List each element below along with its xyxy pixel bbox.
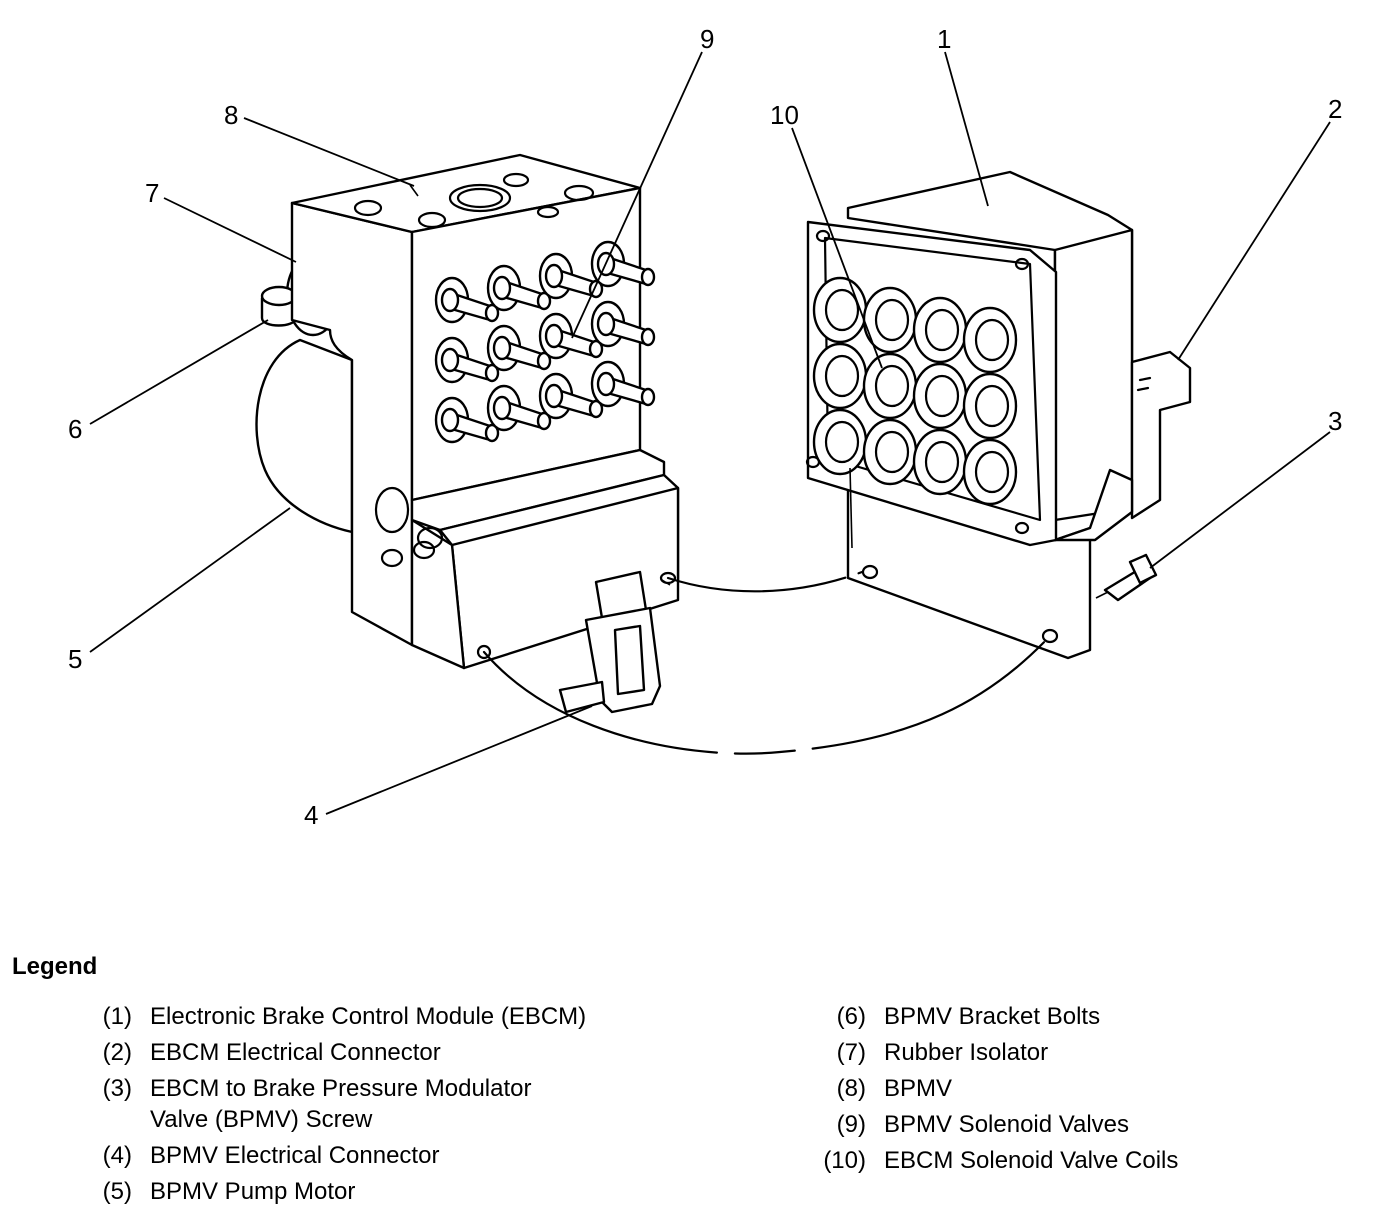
legend-text: BPMV Bracket Bolts xyxy=(884,1003,1101,1030)
callout-leaders xyxy=(89,51,1331,815)
solenoid-valve xyxy=(434,396,500,444)
solenoid-coil xyxy=(962,372,1018,440)
solenoid-valve xyxy=(486,264,552,312)
callout-4: 4 xyxy=(304,800,318,830)
ebcm-assembly xyxy=(805,170,1192,660)
callout-8: 8 xyxy=(224,100,238,130)
legend-text: BPMV Solenoid Valves xyxy=(884,1111,1130,1138)
legend-number: (1) xyxy=(102,1003,132,1030)
bpmv-left-face xyxy=(290,201,414,647)
legend-item: (8) BPMV xyxy=(806,1073,1178,1104)
ebcm-electrical-connector xyxy=(1130,350,1192,520)
ebcm-solenoid-valve-coils xyxy=(812,276,1018,506)
legend-number: (7) xyxy=(836,1039,866,1066)
legend-number: (9) xyxy=(836,1111,866,1138)
solenoid-coil xyxy=(912,362,968,430)
legend-item: (10) EBCM Solenoid Valve Coils xyxy=(806,1145,1178,1176)
legend-item: (5) BPMV Pump Motor xyxy=(72,1176,586,1207)
solenoid-coil xyxy=(912,296,968,364)
brake-module-exploded-diagram: 1 2 3 4 5 6 7 8 9 10 xyxy=(68,24,1342,830)
legend-title: Legend xyxy=(12,953,98,980)
legend-text: Rubber Isolator xyxy=(884,1039,1049,1066)
solenoid-valve xyxy=(486,324,552,372)
solenoid-coil xyxy=(812,342,868,410)
legend-number: (3) xyxy=(102,1075,132,1102)
bpmv-assembly xyxy=(255,153,680,714)
solenoid-valve xyxy=(590,300,656,348)
legend-number: (6) xyxy=(836,1003,866,1030)
legend-text: BPMV Pump Motor xyxy=(150,1178,356,1205)
legend-text: EBCM Electrical Connector xyxy=(150,1039,441,1066)
legend-item: (2) EBCM Electrical Connector xyxy=(72,1037,586,1068)
callout-numbers: 1 2 3 4 5 6 7 8 9 10 xyxy=(68,24,1342,830)
legend-number: (2) xyxy=(102,1039,132,1066)
legend-text: EBCM to Brake Pressure Modulator Valve (… xyxy=(150,1075,532,1133)
callout-3: 3 xyxy=(1328,406,1342,436)
solenoid-valve xyxy=(590,240,656,288)
diagram-svg: 1 2 3 4 5 6 7 8 9 10 xyxy=(68,24,1342,830)
legend-item: (4) BPMV Electrical Connector xyxy=(72,1140,586,1171)
bpmv-electrical-connector xyxy=(558,570,662,714)
callout-9: 9 xyxy=(700,24,714,54)
legend-number: (5) xyxy=(102,1178,132,1205)
callout-10: 10 xyxy=(770,100,799,130)
legend-number: (8) xyxy=(836,1075,866,1102)
legend-item: (1) Electronic Brake Control Module (EBCM… xyxy=(72,1001,587,1032)
legend-number: (4) xyxy=(102,1142,132,1169)
solenoid-valve xyxy=(538,252,604,300)
legend-text: Electronic Brake Control Module (EBCM) xyxy=(150,1003,587,1030)
solenoid-valves xyxy=(434,240,656,444)
legend-right-column: (6) BPMV Bracket Bolts (7) Rubber Isolator… xyxy=(806,1001,1178,1181)
solenoid-valve xyxy=(434,276,500,324)
callout-5: 5 xyxy=(68,644,82,674)
legend-item: (9) BPMV Solenoid Valves xyxy=(806,1109,1178,1140)
solenoid-coil xyxy=(962,306,1018,374)
callout-6: 6 xyxy=(68,414,82,444)
solenoid-valve xyxy=(434,336,500,384)
solenoid-coil xyxy=(912,428,968,496)
solenoid-valve xyxy=(486,384,552,432)
legend-item: (6) BPMV Bracket Bolts xyxy=(806,1001,1178,1032)
legend-item: (7) Rubber Isolator xyxy=(806,1037,1178,1068)
callout-2: 2 xyxy=(1328,94,1342,124)
ebcm-to-bpmv-screw xyxy=(1095,553,1158,602)
solenoid-coil xyxy=(812,276,868,344)
legend-text: EBCM Solenoid Valve Coils xyxy=(884,1147,1179,1174)
callout-7: 7 xyxy=(145,178,159,208)
legend-left-column: (1) Electronic Brake Control Module (EBCM… xyxy=(72,1001,587,1212)
legend-text: BPMV xyxy=(884,1075,953,1102)
solenoid-valve xyxy=(538,312,604,360)
solenoid-valve xyxy=(590,360,656,408)
solenoid-valve xyxy=(538,372,604,420)
callout-1: 1 xyxy=(937,24,951,54)
solenoid-coil xyxy=(862,352,918,420)
legend-text: BPMV Electrical Connector xyxy=(150,1142,440,1169)
solenoid-coil xyxy=(962,438,1018,506)
legend-number: (10) xyxy=(823,1147,866,1174)
pump-motor xyxy=(255,338,354,534)
solenoid-coil xyxy=(862,418,918,486)
legend-item: (3) EBCM to Brake Pressure Modulator Valv… xyxy=(72,1073,586,1135)
solenoid-coil xyxy=(812,408,868,476)
